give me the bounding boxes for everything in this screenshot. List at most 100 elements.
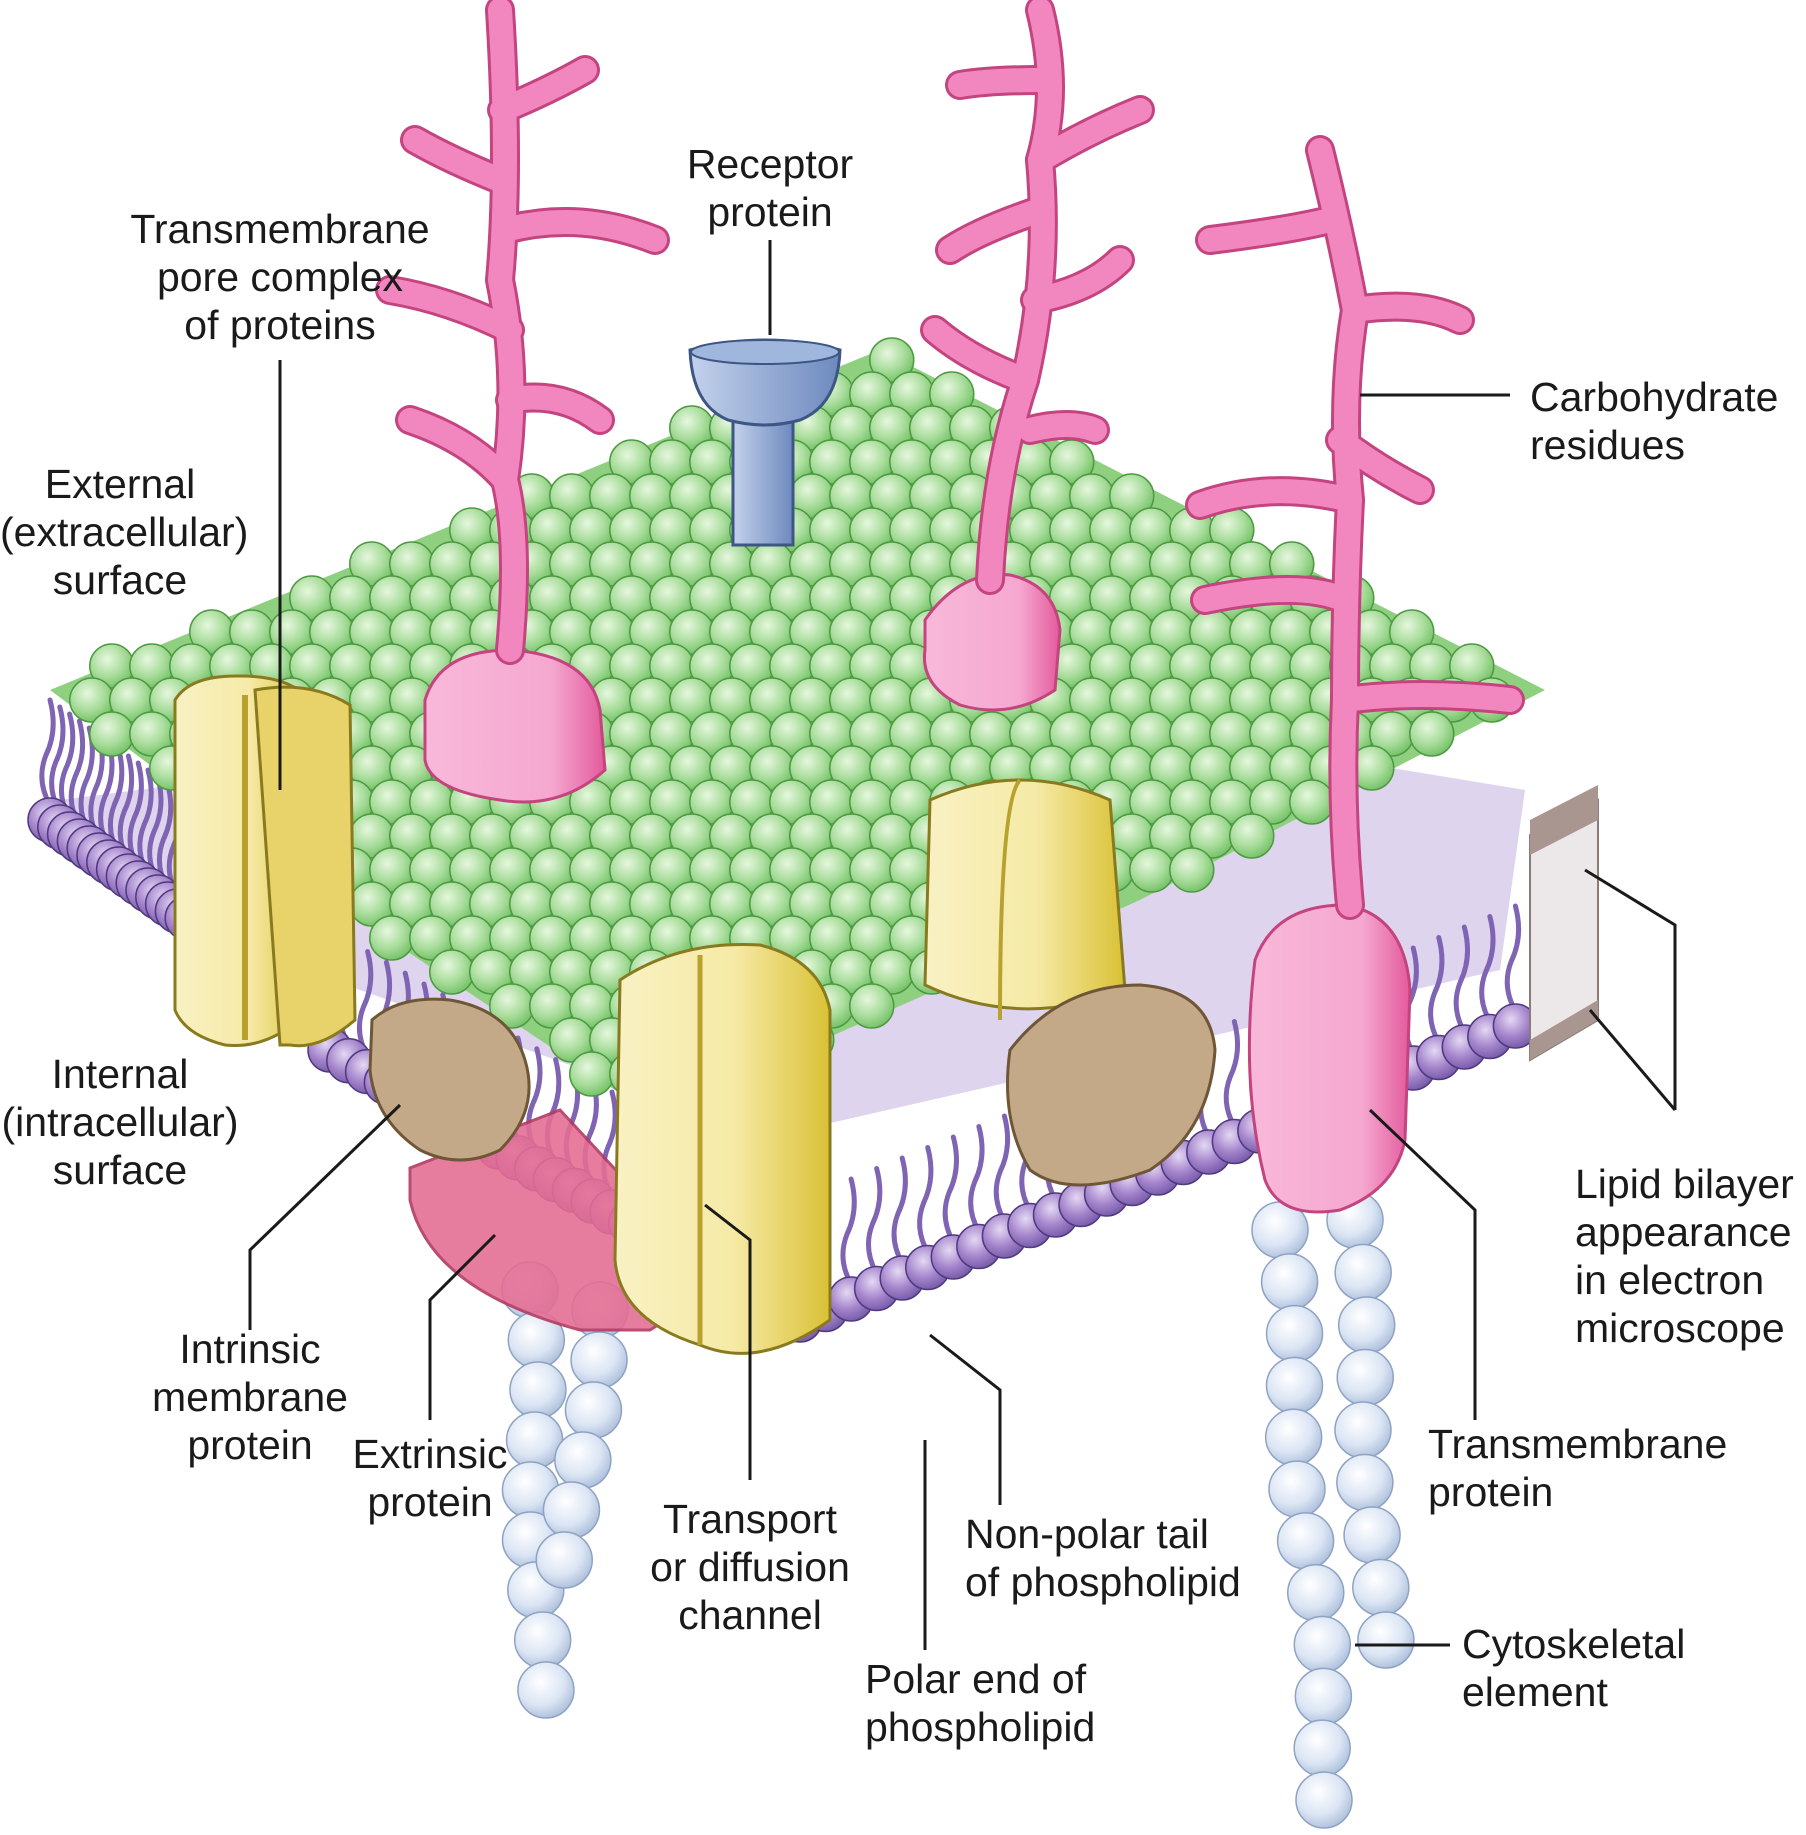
lipid-tail — [968, 1124, 985, 1234]
label-line: in electron — [1575, 1257, 1765, 1303]
label-line: protein — [707, 189, 833, 235]
label-line: Lipid bilayer — [1575, 1161, 1794, 1207]
cytoskeleton-bead — [1265, 1356, 1324, 1415]
label-line: membrane — [152, 1374, 348, 1420]
cytoskeleton-bead — [535, 1531, 593, 1589]
transport-channel — [613, 942, 832, 1355]
outer-head — [1169, 847, 1215, 893]
label-nonpolar-tail: Non-polar tail of phospholipid — [965, 1510, 1241, 1606]
label-line: Internal — [51, 1051, 189, 1097]
outer-head — [849, 983, 895, 1029]
cytoskeleton-bead — [542, 1481, 601, 1539]
label-line: pore complex — [156, 254, 404, 300]
lipid-tail — [1504, 903, 1522, 1014]
lipid-tail — [891, 1155, 908, 1266]
label-internal-surface: Internal (intracellular) surface — [0, 1050, 240, 1194]
label-line: protein — [1428, 1469, 1554, 1515]
cytoskeleton-bead — [509, 1361, 567, 1419]
label-line: Carbohydrate — [1530, 374, 1779, 420]
label-line: External — [44, 461, 196, 507]
cytoskeleton-bead — [513, 1611, 572, 1669]
label-line: residues — [1530, 422, 1685, 468]
cytoskeleton-bead — [1336, 1453, 1394, 1512]
cytoskeleton-bead — [554, 1431, 612, 1489]
outer-head — [1129, 847, 1175, 893]
label-lipid-bilayer: Lipid bilayer appearance in electron mic… — [1575, 1160, 1794, 1352]
lipid-tail — [866, 1166, 883, 1276]
cytoskeleton-bead — [1293, 1719, 1351, 1777]
label-line: phospholipid — [865, 1704, 1096, 1750]
label-line: microscope — [1575, 1305, 1785, 1351]
label-receptor-protein: Receptor protein — [680, 140, 860, 236]
label-line: (extracellular) — [0, 509, 249, 555]
cytoskeleton-bead — [1357, 1611, 1415, 1669]
outer-head — [369, 915, 415, 961]
cytoskeleton-bead — [517, 1661, 575, 1719]
label-line: surface — [52, 557, 188, 603]
transmembrane-protein-shape — [1247, 903, 1412, 1214]
lipid-tail — [1479, 914, 1496, 1024]
label-line: surface — [52, 1147, 188, 1193]
label-transport-channel: Transport or diffusion channel — [645, 1495, 855, 1639]
cytoskeleton-bead — [564, 1381, 623, 1439]
outer-head — [1109, 473, 1155, 519]
glycoprotein-left — [423, 648, 607, 804]
lipid-tail — [917, 1145, 934, 1255]
label-line: appearance — [1575, 1209, 1792, 1255]
intrinsic-membrane-protein — [368, 997, 531, 1162]
extrinsic-brown-protein — [1006, 983, 1217, 1187]
lipid-tail — [39, 697, 56, 808]
outer-head — [929, 371, 975, 417]
cytoskeleton-bead — [1337, 1296, 1396, 1354]
label-line: of phospholipid — [965, 1559, 1241, 1605]
cytoskeleton-bead — [1260, 1253, 1319, 1311]
cytoskeleton-bead — [1276, 1512, 1335, 1570]
label-transmembrane-protein: Transmembrane protein — [1428, 1420, 1727, 1516]
cytoskeleton-bead — [1264, 1408, 1323, 1467]
outer-head — [429, 949, 475, 995]
label-line: channel — [678, 1592, 822, 1638]
carbohydrate-residues — [375, 0, 1525, 920]
label-line: Transport — [663, 1496, 837, 1542]
lipid-tail — [840, 1176, 857, 1287]
lipid-tail — [942, 1134, 959, 1245]
cytoskeleton-bead — [1295, 1771, 1353, 1829]
label-line: Transmembrane — [1428, 1421, 1728, 1467]
cytoskeleton-bead — [1336, 1348, 1394, 1407]
transport-channel-upper — [923, 778, 1127, 1021]
cytoskeleton-bead — [1287, 1563, 1345, 1622]
cytoskeleton-bead — [1265, 1304, 1324, 1363]
outer-head — [1389, 609, 1435, 655]
label-line: Intrinsic — [179, 1326, 321, 1372]
label-line: Non-polar tail — [965, 1511, 1209, 1557]
leader-lines — [248, 240, 1677, 1650]
label-line: of proteins — [184, 302, 376, 348]
label-line: Extrinsic — [352, 1431, 508, 1477]
label-pore-complex: Transmembrane pore complex of proteins — [125, 205, 435, 349]
receptor-protein-shape — [688, 338, 842, 547]
label-line: element — [1462, 1669, 1608, 1715]
label-line: Polar end of — [865, 1656, 1087, 1702]
outer-head — [89, 711, 135, 757]
label-carbohydrate-residues: Carbohydrate residues — [1530, 373, 1778, 469]
cytoskeleton-bead — [1334, 1401, 1392, 1459]
label-extrinsic-protein: Extrinsic protein — [345, 1430, 515, 1526]
label-cytoskeletal-element: Cytoskeletal element — [1462, 1620, 1685, 1716]
lipid-tail — [49, 704, 66, 815]
label-line: Receptor — [686, 141, 854, 187]
label-line: or diffusion — [650, 1544, 850, 1590]
label-line: (intracellular) — [1, 1099, 239, 1145]
label-line: Cytoskeletal — [1462, 1621, 1686, 1667]
cytoskeleton-bead — [570, 1331, 628, 1389]
cytoskeleton-bead — [1268, 1460, 1326, 1518]
lipid-tail — [1223, 1019, 1241, 1129]
outer-head — [569, 1051, 615, 1097]
label-polar-end: Polar end of phospholipid — [865, 1655, 1095, 1751]
label-line: protein — [367, 1479, 493, 1525]
lipid-tail — [993, 1113, 1011, 1224]
label-line: protein — [187, 1422, 313, 1468]
cytoskeleton-bead — [1343, 1506, 1401, 1564]
pore-complex-protein — [173, 674, 357, 1048]
